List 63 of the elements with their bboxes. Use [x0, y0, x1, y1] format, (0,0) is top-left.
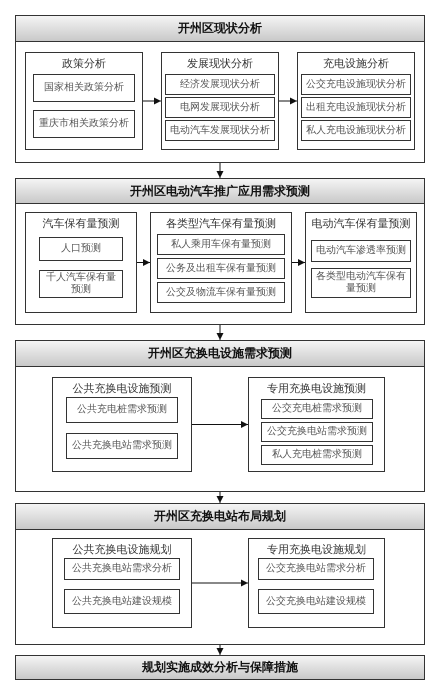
item-box: 经济发展现状分析	[165, 74, 275, 95]
section-panel	[15, 178, 425, 325]
item-box: 千人汽车保有量预测	[39, 270, 123, 298]
group-panel	[25, 52, 143, 150]
group-heading: 汽车保有量预测	[42, 217, 120, 231]
group-heading: 公共充换电设施规划	[72, 543, 172, 557]
item-box: 国家相关政策分析	[33, 74, 135, 102]
arrow	[192, 421, 248, 428]
group-heading: 各类型汽车保有量预测	[166, 217, 276, 231]
arrow	[216, 162, 224, 178]
arrow	[278, 98, 298, 104]
item-box: 各类型电动汽车保有量预测	[311, 268, 411, 298]
group-panel	[161, 52, 279, 150]
item-box: 出租充电设施现状分析	[301, 97, 411, 118]
item-box: 重庆市相关政策分析	[33, 110, 135, 138]
item-box: 私人乘用车保有量预测	[157, 234, 285, 255]
arrow	[216, 324, 224, 340]
arrow	[192, 580, 248, 586]
group-heading: 充电设施分析	[323, 57, 389, 71]
section-header-bar: 开州区电动汽车推广应用需求预测	[16, 179, 424, 204]
section-header-bar: 规划实施成效分析与保障措施	[15, 655, 425, 680]
group-heading: 政策分析	[62, 57, 106, 71]
group-panel	[150, 212, 292, 313]
arrow	[216, 492, 224, 504]
item-box: 电动汽车渗透率预测	[311, 240, 411, 262]
section-panel	[15, 340, 425, 492]
section-panel	[15, 503, 425, 645]
item-box: 公共充换电站需求预测	[66, 433, 178, 459]
group-panel	[248, 377, 385, 472]
group-panel	[297, 52, 415, 150]
item-box: 私人充电设施现状分析	[301, 120, 411, 141]
group-panel	[305, 212, 417, 313]
item-box: 公务及出租车保有量预测	[157, 258, 285, 279]
arrow	[292, 259, 306, 266]
item-box: 公交充电桩需求预测	[261, 399, 373, 419]
group-panel	[25, 212, 137, 313]
arrow	[142, 98, 162, 104]
group-panel	[248, 538, 385, 628]
group-heading: 专用充换电设施规划	[267, 543, 366, 557]
item-box: 公共充换电站需求分析	[64, 558, 180, 580]
arrow	[136, 259, 150, 266]
section-header-bar: 开州区充换电设施需求预测	[16, 341, 424, 367]
group-heading: 电动汽车保有量预测	[312, 217, 410, 231]
item-box: 公共充换电站建设规模	[64, 589, 180, 614]
item-box: 私人充电桩需求预测	[261, 445, 373, 465]
section-panel	[15, 15, 425, 163]
item-box: 公共充电桩需求预测	[66, 397, 178, 423]
group-heading: 专用充换电设施预测	[267, 382, 366, 396]
group-panel	[52, 538, 192, 628]
item-box: 公交充换电站需求分析	[258, 558, 374, 580]
section-header-bar: 开州区充换电站布局规划	[16, 504, 424, 530]
item-box: 电动汽车发展现状分析	[165, 120, 275, 141]
item-box: 公交充换电站需求预测	[261, 422, 373, 442]
item-box: 公交充换电站建设规模	[258, 589, 374, 614]
group-panel	[52, 377, 192, 472]
item-box: 电网发展现状分析	[165, 97, 275, 118]
item-box: 公交及物流车保有量预测	[157, 282, 285, 303]
item-box: 人口预测	[39, 237, 123, 261]
section-header-bar: 开州区现状分析	[16, 16, 424, 42]
group-heading: 公共充换电设施预测	[72, 382, 172, 396]
arrow	[216, 644, 224, 656]
group-heading: 发展现状分析	[187, 57, 253, 71]
item-box: 公交充电设施现状分析	[301, 74, 411, 95]
